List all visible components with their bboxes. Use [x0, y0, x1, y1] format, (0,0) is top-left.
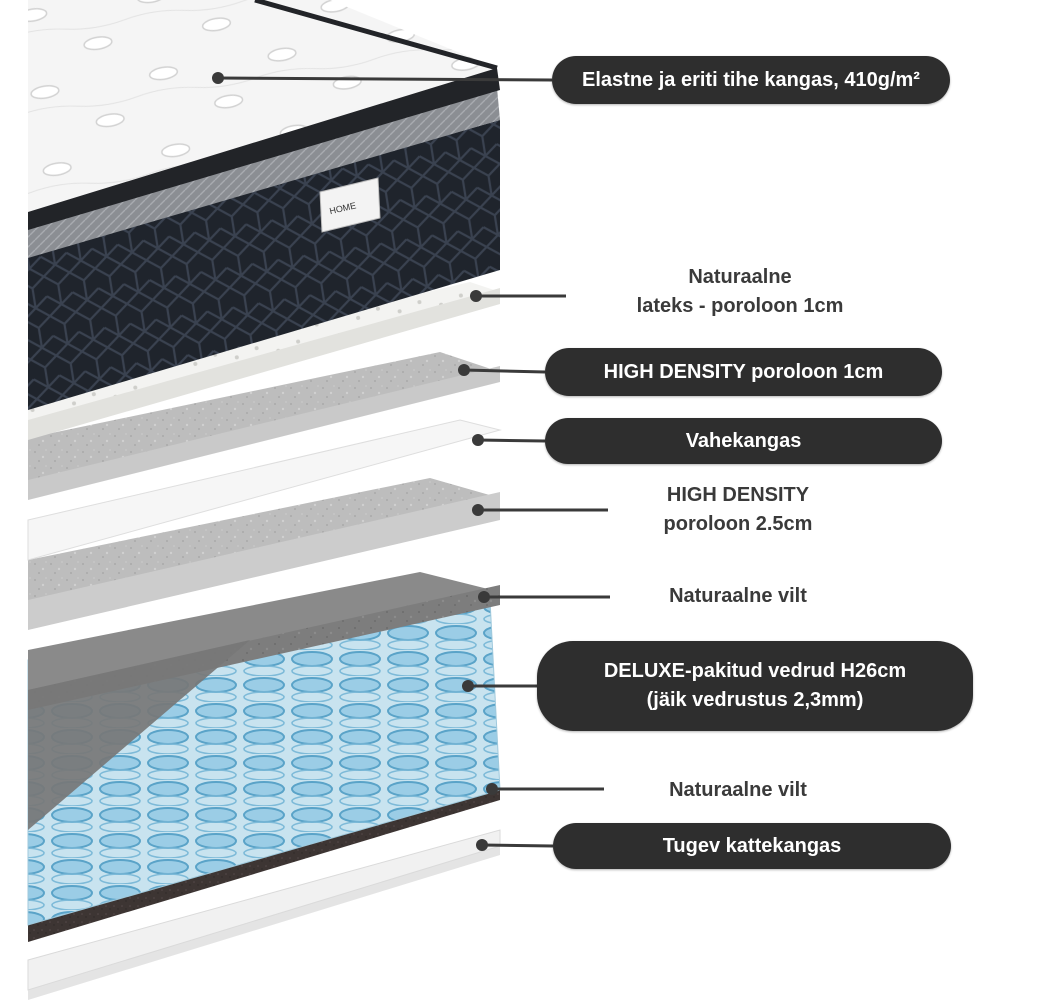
- layer-natural-felt: [28, 572, 500, 830]
- leader-dot-spacer: [472, 434, 484, 446]
- label-pocket-springs: DELUXE-pakitud vedrud H26cm (jäik vedrus…: [537, 641, 973, 731]
- label-natural-latex: Naturaalne lateks - poroloon 1cm: [636, 266, 844, 317]
- leader-dot-hd25: [472, 504, 484, 516]
- leader-lines: [212, 72, 610, 851]
- brand-label: HOME: [319, 177, 381, 233]
- leader-dot-latex: [470, 290, 482, 302]
- label-bottom-fabric: Tugev kattekangas: [553, 823, 951, 869]
- label-high-density-foam-2-5cm: HIGH DENSITY poroloon 2.5cm: [663, 484, 813, 535]
- leader-line-fabric: [217, 76, 553, 82]
- layer-high-density-foam-1cm: [28, 352, 500, 500]
- leader-dot-springs: [462, 680, 474, 692]
- label-natural-felt-bottom: Naturaalne vilt: [669, 778, 807, 801]
- leader-line-spacer: [477, 438, 546, 443]
- leader-line-hd1: [463, 368, 546, 374]
- label-spacer-fabric: Vahekangas: [545, 418, 942, 464]
- leader-dot-hd1: [458, 364, 470, 376]
- layer-high-density-foam-2-5cm: [28, 478, 500, 630]
- layer-natural-latex: [28, 282, 500, 440]
- layer-spacer-fabric: [27, 419, 502, 561]
- leader-dot-cover: [476, 839, 488, 851]
- layer-quilted-top-border: HOME: [28, 0, 500, 410]
- leader-line-cover: [481, 843, 554, 848]
- leader-dot-felt2: [486, 783, 498, 795]
- leader-dot-fabric: [212, 72, 224, 84]
- label-fabric: Elastne ja eriti tihe kangas, 410g/m²: [552, 56, 950, 104]
- label-high-density-foam-1cm: HIGH DENSITY poroloon 1cm: [545, 348, 942, 396]
- label-natural-felt-top: Naturaalne vilt: [669, 584, 807, 607]
- leader-dot-felt1: [478, 591, 490, 603]
